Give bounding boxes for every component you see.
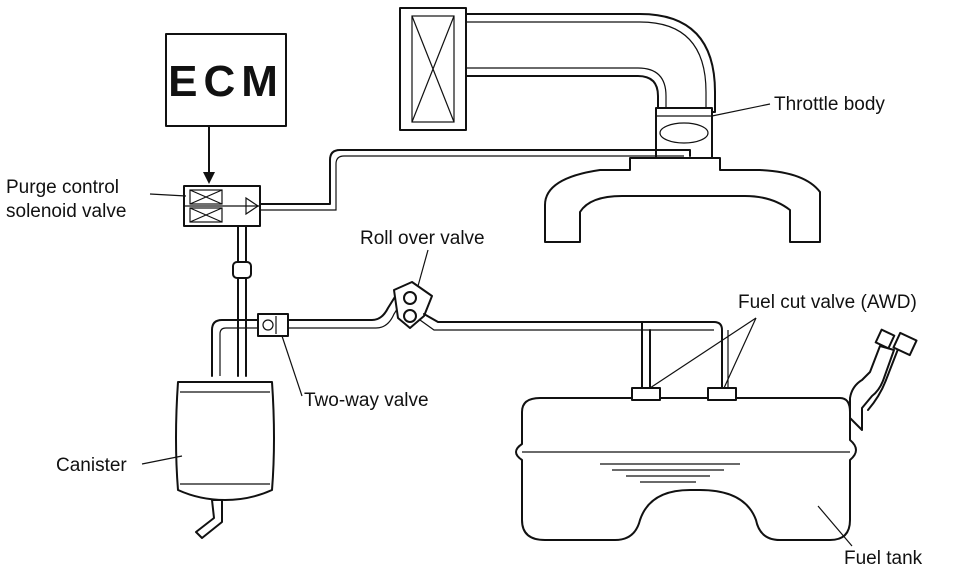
air-intake-duct bbox=[464, 13, 716, 113]
label-two-way-valve: Two-way valve bbox=[304, 390, 429, 411]
label-canister: Canister bbox=[56, 455, 127, 476]
ecm-label: ECM bbox=[168, 57, 284, 106]
leader-lines bbox=[141, 103, 853, 547]
roll-over-valve bbox=[393, 281, 433, 329]
canister bbox=[175, 381, 275, 539]
intake-manifold bbox=[544, 157, 821, 243]
label-throttle-body: Throttle body bbox=[774, 94, 885, 115]
vapor-line bbox=[287, 291, 399, 321]
label-roll-over-valve: Roll over valve bbox=[360, 228, 485, 249]
purge-solenoid-valve bbox=[183, 185, 261, 227]
label-fuel-tank: Fuel tank bbox=[844, 548, 923, 569]
fuel-filler-neck bbox=[849, 328, 918, 431]
two-way-valve bbox=[257, 313, 289, 337]
label-solenoid-valve: solenoid valve bbox=[6, 201, 126, 222]
ecm-signal-arrow bbox=[203, 125, 215, 184]
purge-line bbox=[257, 149, 691, 205]
canister-line bbox=[211, 319, 259, 377]
air-cleaner bbox=[399, 7, 467, 131]
label-purge-control: Purge control bbox=[6, 177, 119, 198]
ecm-module: ECM bbox=[165, 33, 287, 127]
label-fuel-cut-valve: Fuel cut valve (AWD) bbox=[738, 292, 917, 313]
solenoid-to-canister-line bbox=[232, 225, 252, 319]
fuel-tank bbox=[515, 387, 857, 541]
